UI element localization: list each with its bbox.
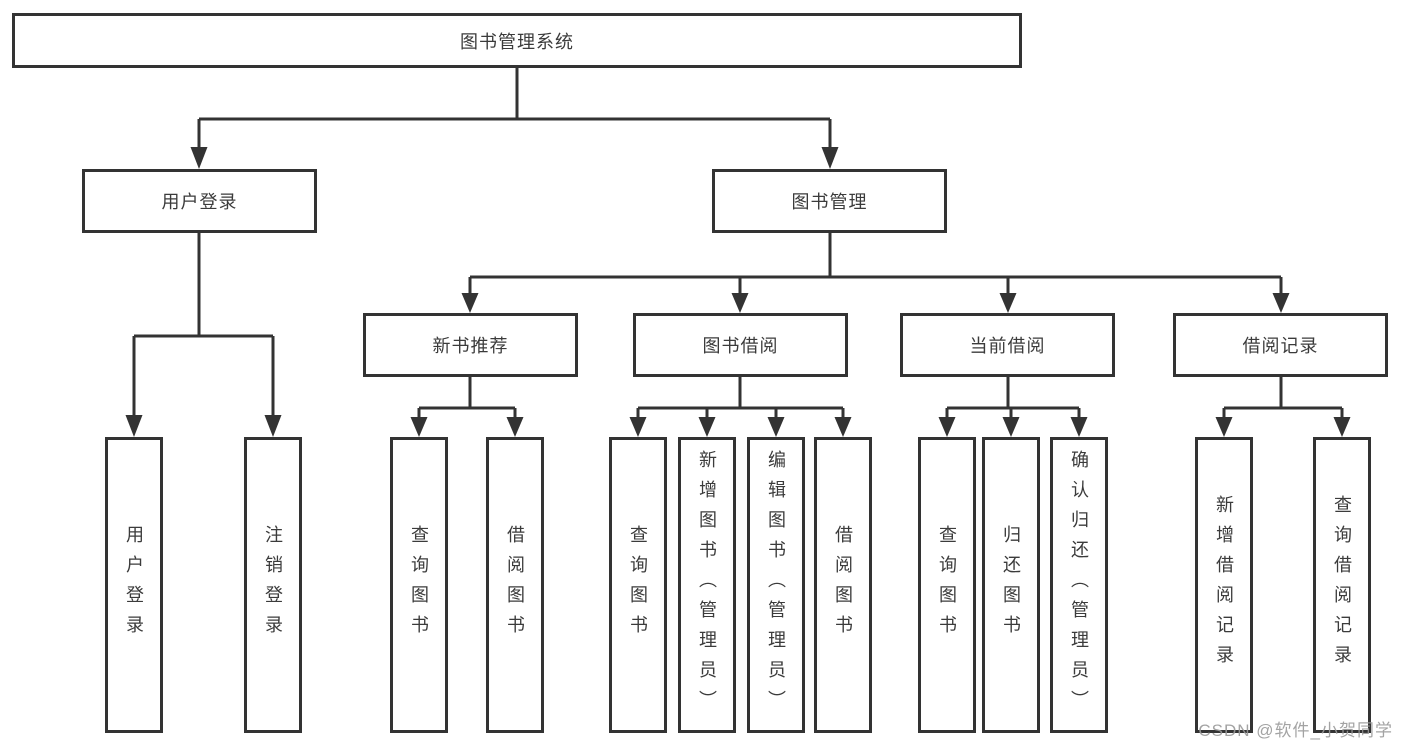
node-borrowing-records: 借阅记录: [1173, 313, 1388, 377]
node-book-management: 图书管理: [712, 169, 947, 233]
node-book-management-label: 图书管理: [791, 192, 868, 212]
leaf-query-borrow-record: 查询借阅记录: [1313, 437, 1371, 733]
node-book-borrowing: 图书借阅: [633, 313, 848, 377]
node-book-borrowing-label: 图书借阅: [702, 336, 779, 356]
csdn-watermark: CSDN @软件_小贺同学: [1198, 721, 1393, 740]
connector-borrowing: [638, 377, 843, 410]
connector-root: [199, 68, 830, 121]
leaf-return-book: 归还图书: [982, 437, 1040, 733]
connector-user-login: [134, 233, 273, 338]
connector-new-reco: [419, 377, 515, 410]
connector-book-mgmt: [470, 233, 1281, 279]
node-current-borrowing-label: 当前借阅: [969, 336, 1046, 356]
leaf-user-login: 用户登录: [105, 437, 163, 733]
node-user-login-label: 用户登录: [161, 192, 238, 212]
node-current-borrowing: 当前借阅: [900, 313, 1115, 377]
leaf-borrow-book: 借阅图书: [814, 437, 872, 733]
leaf-confirm-return-admin: 确认归还（管理员）: [1050, 437, 1108, 733]
node-root: 图书管理系统: [12, 13, 1022, 68]
connector-records: [1224, 377, 1342, 410]
leaf-query-book-borrowing: 查询图书: [609, 437, 667, 733]
connector-current: [947, 377, 1079, 410]
node-new-book-recommendation: 新书推荐: [363, 313, 578, 377]
node-root-label: 图书管理系统: [460, 31, 574, 52]
leaf-add-borrow-record: 新增借阅记录: [1195, 437, 1253, 733]
leaf-query-book-current: 查询图书: [918, 437, 976, 733]
node-borrowing-records-label: 借阅记录: [1242, 336, 1319, 356]
leaf-borrow-book-reco: 借阅图书: [486, 437, 544, 733]
leaf-query-book-reco: 查询图书: [390, 437, 448, 733]
node-new-book-recommendation-label: 新书推荐: [432, 336, 509, 356]
node-user-login: 用户登录: [82, 169, 317, 233]
leaf-add-book-admin: 新增图书（管理员）: [678, 437, 736, 733]
leaf-edit-book-admin: 编辑图书（管理员）: [747, 437, 805, 733]
leaf-logout: 注销登录: [244, 437, 302, 733]
